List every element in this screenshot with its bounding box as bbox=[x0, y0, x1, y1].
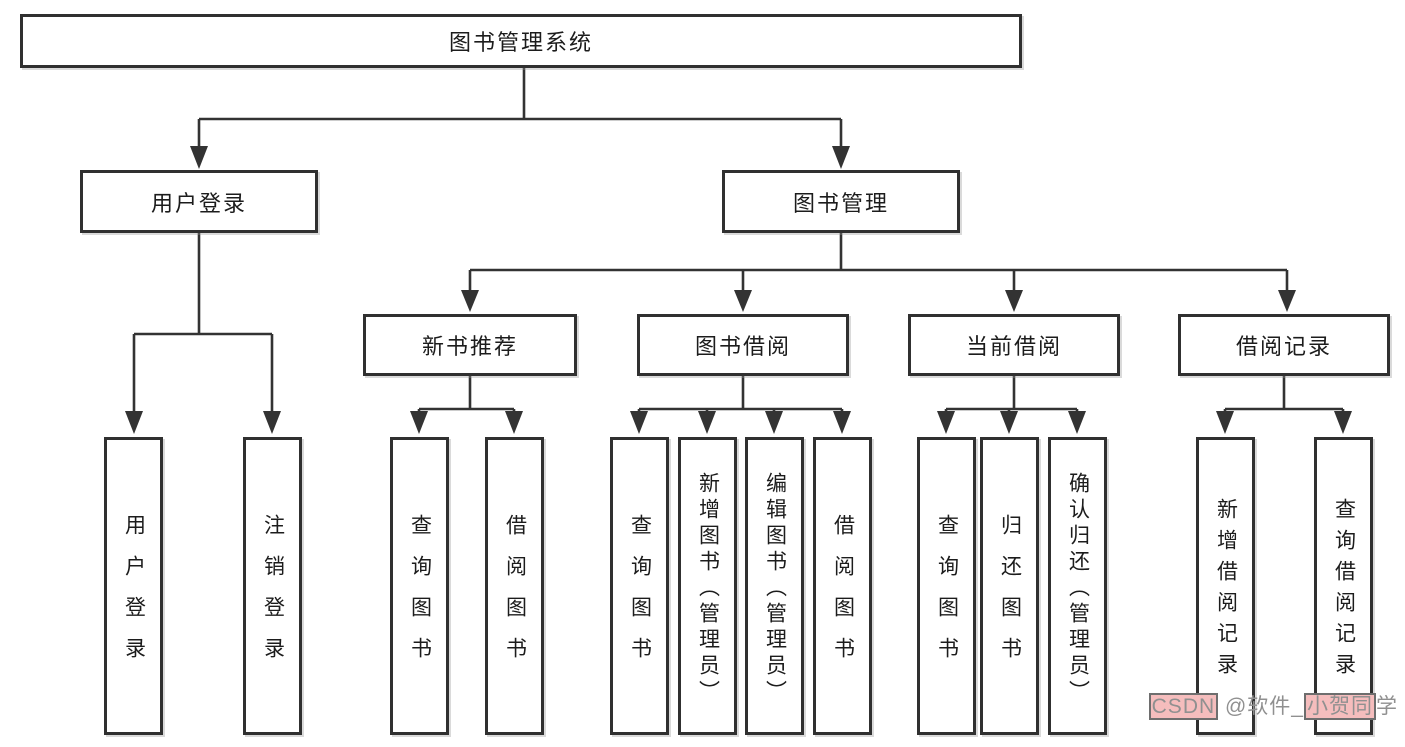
node-current-borrow-label: 当前借阅 bbox=[965, 334, 1062, 359]
node-leaf-borrow-edit: 编辑图书（管理员） bbox=[745, 437, 804, 735]
node-book-borrow: 图书借阅 bbox=[637, 314, 849, 376]
node-leaf-record-add: 新增借阅记录 bbox=[1196, 437, 1255, 735]
node-leaf-newbook-borrow: 借阅图书 bbox=[485, 437, 544, 735]
node-leaf-user-login: 用户登录 bbox=[104, 437, 163, 735]
node-leaf-borrow-borrow: 借阅图书 bbox=[813, 437, 872, 735]
leaf-label: 新增图书（管理员） bbox=[696, 471, 720, 706]
node-leaf-logout: 注销登录 bbox=[243, 437, 302, 735]
node-book-borrow-label: 图书借阅 bbox=[694, 334, 791, 359]
leaf-label: 编辑图书（管理员） bbox=[763, 471, 787, 706]
watermark-brand: CSDN bbox=[1148, 693, 1219, 720]
leaf-label: 新增借阅记录 bbox=[1214, 498, 1238, 684]
node-book-mgmt: 图书管理 bbox=[722, 170, 960, 233]
leaf-label: 用户登录 bbox=[122, 514, 146, 678]
node-current-borrow: 当前借阅 bbox=[908, 314, 1120, 376]
watermark-middle: @软件_ bbox=[1218, 695, 1304, 718]
node-leaf-borrow-query: 查询图书 bbox=[610, 437, 669, 735]
node-borrow-record-label: 借阅记录 bbox=[1235, 334, 1332, 359]
node-borrow-record: 借阅记录 bbox=[1178, 314, 1390, 376]
node-new-book: 新书推荐 bbox=[363, 314, 577, 376]
watermark-name-highlight: 小贺同 bbox=[1304, 693, 1376, 720]
leaf-label: 借阅图书 bbox=[503, 514, 527, 678]
leaf-label: 归还图书 bbox=[998, 514, 1022, 678]
watermark: CSDN @软件_小贺同学 bbox=[1121, 666, 1398, 744]
node-leaf-borrow-add: 新增图书（管理员） bbox=[678, 437, 737, 735]
node-leaf-current-query: 查询图书 bbox=[917, 437, 976, 735]
leaf-label: 查询借阅记录 bbox=[1332, 498, 1356, 684]
node-leaf-current-return: 归还图书 bbox=[980, 437, 1039, 735]
node-user-login-label: 用户登录 bbox=[150, 190, 247, 216]
node-leaf-record-query: 查询借阅记录 bbox=[1314, 437, 1373, 735]
leaf-label: 借阅图书 bbox=[831, 514, 855, 678]
leaf-label: 查询图书 bbox=[628, 514, 652, 678]
leaf-label: 查询图书 bbox=[408, 514, 432, 678]
node-root: 图书管理系统 bbox=[20, 14, 1022, 68]
node-new-book-label: 新书推荐 bbox=[421, 334, 518, 359]
leaf-label: 查询图书 bbox=[935, 514, 959, 678]
leaf-label: 注销登录 bbox=[261, 514, 285, 678]
node-leaf-current-confirm: 确认归还（管理员） bbox=[1048, 437, 1107, 735]
leaf-label: 确认归还（管理员） bbox=[1066, 471, 1090, 706]
node-root-label: 图书管理系统 bbox=[448, 30, 593, 55]
watermark-name-suffix: 学 bbox=[1376, 695, 1398, 718]
node-user-login: 用户登录 bbox=[80, 170, 318, 233]
node-leaf-newbook-query: 查询图书 bbox=[390, 437, 449, 735]
node-book-mgmt-label: 图书管理 bbox=[792, 190, 889, 216]
